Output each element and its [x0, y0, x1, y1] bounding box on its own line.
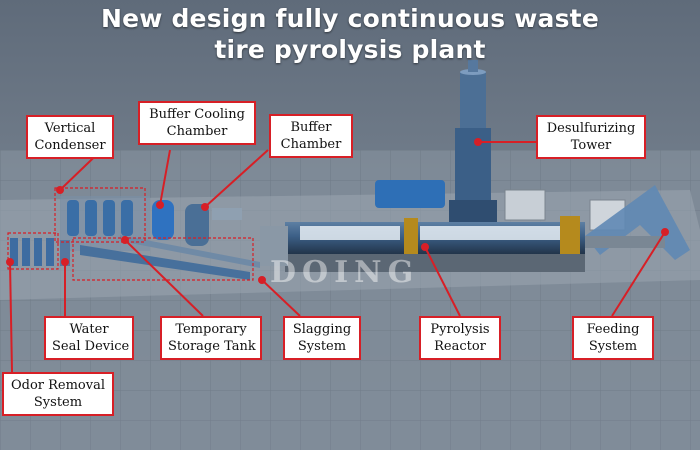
title-line-2: tire pyrolysis plant: [214, 35, 486, 64]
upper-pipe: [120, 235, 260, 268]
label-line: Odor Removal: [10, 378, 106, 393]
label-water-seal-device: Water Seal Device: [44, 316, 134, 360]
label-temporary-storage-tank: Temporary Storage Tank: [160, 316, 262, 360]
label-line: Desulfurizing: [546, 121, 636, 136]
label-desulfurizing-tower: Desulfurizing Tower: [536, 115, 646, 159]
label-line: Chamber: [166, 124, 228, 139]
label-line: Chamber: [280, 137, 342, 152]
label-feeding-system: Feeding System: [572, 316, 654, 360]
odor-removal-graphic: [10, 238, 70, 266]
label-line: Feeding: [586, 322, 640, 337]
label-line: Buffer: [290, 120, 332, 135]
label-buffer-cooling-chamber: Buffer Cooling Chamber: [138, 101, 256, 145]
feed-hopper: [585, 236, 665, 248]
pyrolysis-reactor-graphic: [260, 216, 585, 272]
label-pyrolysis-reactor: Pyrolysis Reactor: [419, 316, 501, 360]
storage-tank-pipe: [80, 245, 250, 280]
condenser-outline: [54, 187, 146, 243]
label-odor-removal-system: Odor Removal System: [2, 372, 114, 416]
title-line-1: New design fully continuous waste: [100, 4, 599, 33]
label-line: Seal Device: [52, 339, 130, 354]
label-line: Pyrolysis: [430, 322, 490, 337]
blue-tank: [375, 180, 445, 208]
label-line: Vertical: [44, 121, 96, 136]
label-line: System: [588, 339, 638, 354]
label-line: Buffer Cooling: [149, 107, 245, 122]
label-line: System: [33, 395, 83, 410]
label-line: Storage Tank: [168, 339, 256, 354]
watermark: DOING: [270, 255, 420, 290]
storage-outline: [72, 237, 254, 281]
label-buffer-chamber: Buffer Chamber: [269, 114, 353, 158]
odor-removal-outline: [7, 232, 59, 270]
label-line: Water: [69, 322, 109, 337]
label-line: Temporary: [175, 322, 247, 337]
label-vertical-condenser: Vertical Condenser: [26, 115, 114, 159]
label-line: Condenser: [34, 138, 106, 153]
rear-building: [504, 189, 546, 221]
label-line: Tower: [570, 138, 612, 153]
label-line: Reactor: [434, 339, 486, 354]
label-slagging-system: Slagging System: [283, 316, 361, 360]
label-line: System: [297, 339, 347, 354]
label-line: Slagging: [292, 322, 352, 337]
